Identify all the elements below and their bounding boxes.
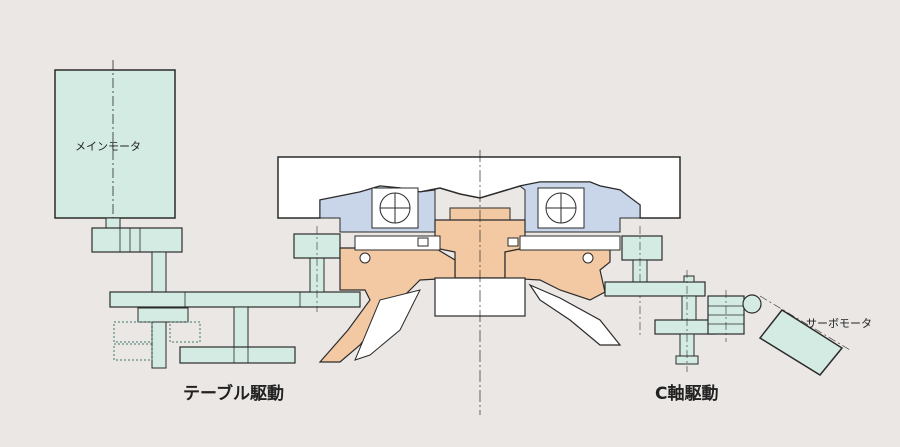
central-spindle — [318, 150, 622, 415]
rotary-table — [277, 156, 681, 233]
servo-motor-label: サーボモータ — [806, 317, 872, 330]
c-axis-drive-caption: C軸駆動 — [655, 383, 718, 404]
motor-gear — [91, 217, 183, 253]
main-motor-label: メインモータ — [75, 140, 141, 153]
table-drive-train — [109, 226, 361, 369]
servo-motor: サーボモータ — [758, 295, 872, 376]
c-axis-drive-train — [604, 226, 762, 372]
table-drive-caption: テーブル駆動 — [183, 383, 284, 404]
main-motor: メインモータ — [54, 60, 176, 225]
motor-shaft — [151, 251, 167, 293]
